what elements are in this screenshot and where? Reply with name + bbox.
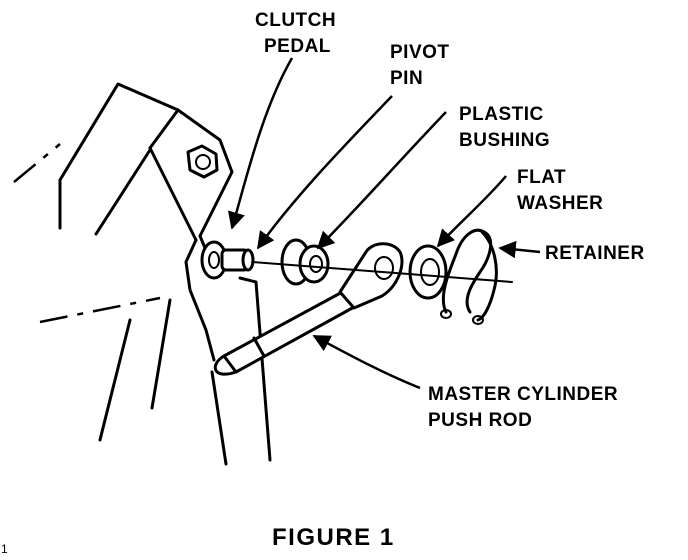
label-push-rod-line2: PUSH ROD	[428, 410, 532, 431]
label-pivot-pin-line2: PIN	[390, 68, 423, 89]
label-clutch-pedal-line1: CLUTCH	[255, 10, 336, 31]
figure-caption: FIGURE 1	[272, 524, 395, 551]
pivot-pin-icon	[200, 240, 255, 280]
label-push-rod-line1: MASTER CYLINDER	[428, 384, 618, 405]
assembly-axis-line	[251, 261, 513, 283]
hex-bolt-icon	[186, 144, 219, 179]
label-flat-washer-line2: WASHER	[517, 193, 603, 214]
flat-washer-icon	[408, 244, 448, 300]
label-pivot-pin-line1: PIVOT	[390, 42, 450, 63]
label-retainer: RETAINER	[545, 243, 645, 264]
push-rod-icon	[213, 242, 404, 376]
callout-labels: CLUTCH PEDAL PIVOT PIN PLASTIC BUSHING F…	[255, 10, 645, 431]
leader-arrows	[228, 57, 541, 390]
margin-mark: 1	[1, 542, 8, 556]
label-clutch-pedal-line2: PEDAL	[264, 36, 331, 57]
label-flat-washer-line1: FLAT	[517, 167, 566, 188]
plastic-bushing-icon	[280, 238, 330, 286]
label-plastic-bushing-line2: BUSHING	[459, 130, 550, 151]
label-plastic-bushing-line1: PLASTIC	[459, 104, 544, 125]
pedal-bracket	[13, 82, 272, 466]
retainer-clip-icon	[440, 228, 498, 325]
